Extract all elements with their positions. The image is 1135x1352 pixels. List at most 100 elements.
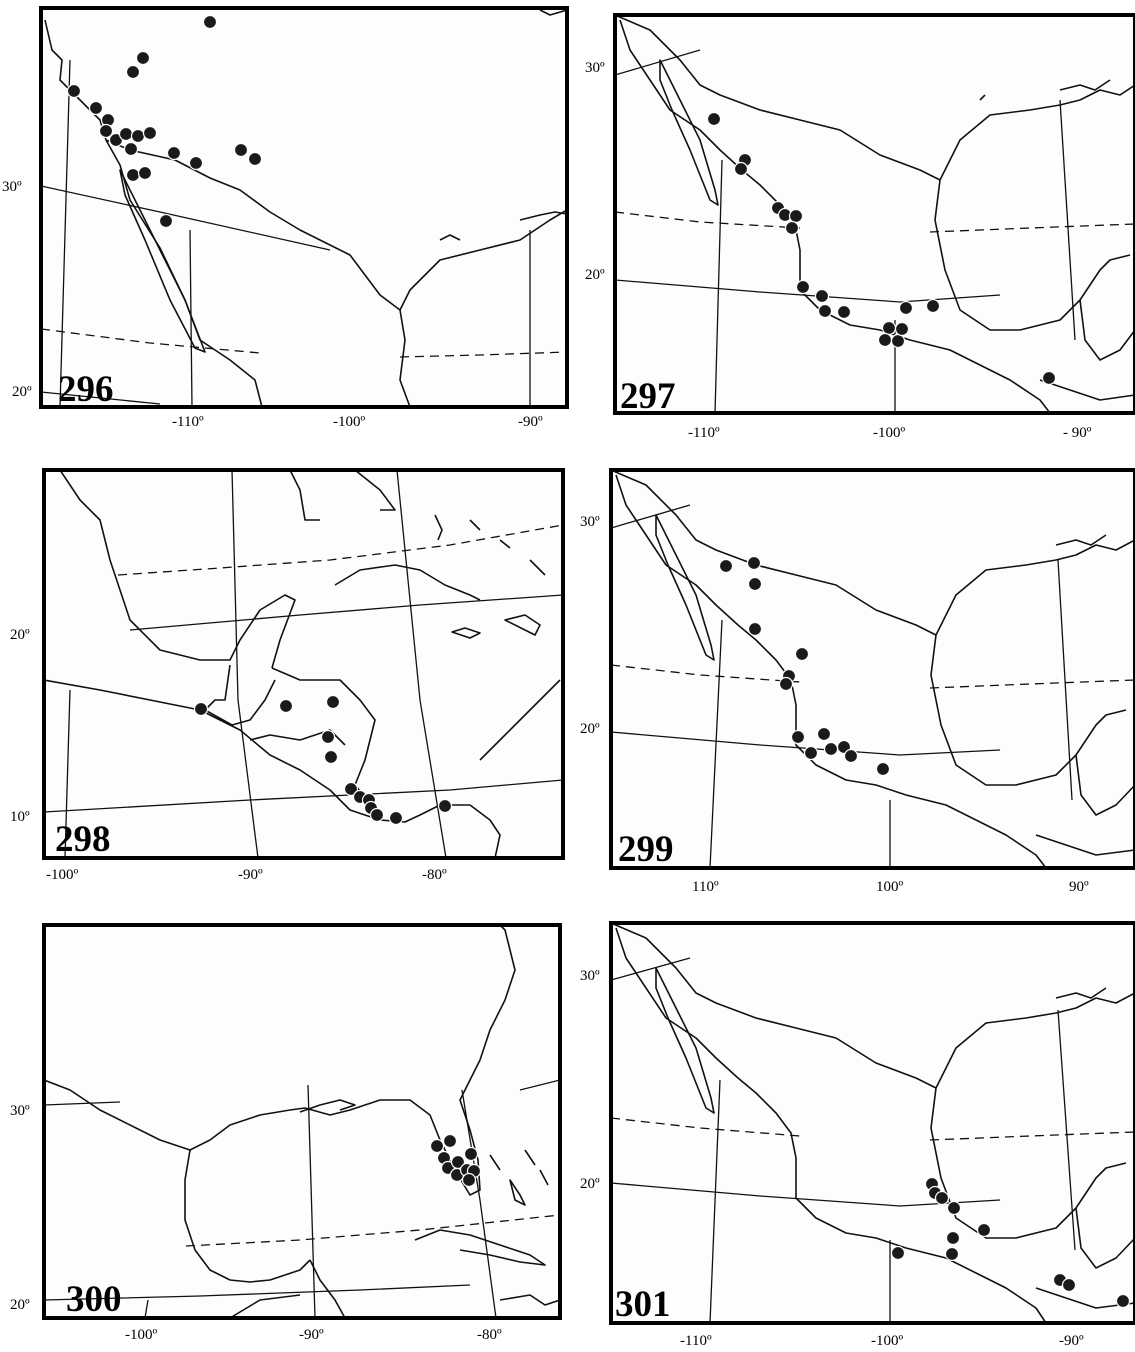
record-marker bbox=[135, 50, 151, 66]
longitude-label: -100º bbox=[46, 867, 78, 883]
record-marker bbox=[945, 1230, 961, 1246]
meridian-line bbox=[1057, 1009, 1076, 1251]
map-frame bbox=[42, 468, 565, 860]
coastline bbox=[615, 927, 1047, 1323]
record-marker bbox=[890, 1245, 906, 1261]
tropic-line bbox=[117, 524, 563, 576]
record-marker bbox=[1061, 1277, 1077, 1293]
longitude-label: -110º bbox=[680, 1333, 712, 1349]
record-marker bbox=[123, 141, 139, 157]
coastline bbox=[615, 474, 1047, 868]
panel-number: 300 bbox=[66, 1279, 122, 1320]
coastline bbox=[539, 9, 567, 16]
record-marker bbox=[369, 807, 385, 823]
latitude-label: 30º bbox=[580, 968, 600, 984]
map-frame bbox=[609, 921, 1135, 1325]
record-marker bbox=[877, 332, 893, 348]
coastline bbox=[655, 967, 715, 1114]
coastline bbox=[309, 1259, 346, 1318]
coastline bbox=[204, 664, 276, 726]
tropic-line bbox=[611, 664, 801, 683]
latitude-label: 20º bbox=[580, 721, 600, 737]
longitude-label: -100º bbox=[873, 425, 905, 441]
record-marker bbox=[843, 748, 859, 764]
coastline bbox=[469, 519, 546, 576]
map-layers bbox=[611, 470, 1135, 868]
parallel-line bbox=[615, 279, 1001, 303]
parallel-line bbox=[44, 1101, 121, 1106]
coastline bbox=[1059, 79, 1111, 91]
record-marker bbox=[166, 145, 182, 161]
record-marker bbox=[898, 300, 914, 316]
coastline bbox=[334, 564, 481, 601]
coastline bbox=[499, 1294, 560, 1306]
record-marker bbox=[118, 126, 134, 142]
latitude-label: 20º bbox=[10, 1297, 30, 1313]
coastline bbox=[229, 1294, 301, 1318]
coastline bbox=[611, 923, 937, 1089]
map-layers bbox=[44, 925, 560, 1318]
map-border bbox=[42, 468, 565, 860]
parallel-line bbox=[129, 594, 563, 631]
latitude-label: 30º bbox=[10, 1103, 30, 1119]
coastline bbox=[399, 309, 411, 407]
coastline bbox=[451, 627, 481, 639]
record-marker bbox=[784, 220, 800, 236]
coastline bbox=[271, 667, 381, 816]
map-border bbox=[613, 13, 1135, 415]
coastline bbox=[1035, 1287, 1135, 1309]
record-marker bbox=[875, 761, 891, 777]
record-marker bbox=[788, 208, 804, 224]
coastline bbox=[1075, 1207, 1135, 1269]
coastline bbox=[249, 729, 346, 746]
record-marker bbox=[836, 304, 852, 320]
longitude-label: -100º bbox=[125, 1327, 157, 1343]
longitude-label: -90º bbox=[299, 1327, 324, 1343]
tropic-line bbox=[399, 351, 567, 358]
record-marker bbox=[823, 741, 839, 757]
longitude-label: -100º bbox=[333, 414, 365, 430]
tropic-line bbox=[929, 223, 1135, 233]
coastline bbox=[434, 514, 443, 541]
record-marker bbox=[790, 729, 806, 745]
panel-number: 299 bbox=[618, 829, 674, 870]
latitude-label: 30º bbox=[2, 179, 22, 195]
record-marker bbox=[442, 1133, 458, 1149]
longitude-label: -90º bbox=[238, 867, 263, 883]
tropic-line bbox=[929, 679, 1135, 689]
parallel-line bbox=[41, 391, 161, 405]
coastline bbox=[119, 169, 206, 353]
longitude-label: -90º bbox=[1059, 1333, 1084, 1349]
record-marker bbox=[706, 111, 722, 127]
record-marker bbox=[193, 701, 209, 717]
record-marker bbox=[463, 1146, 479, 1162]
record-marker bbox=[158, 213, 174, 229]
record-marker bbox=[881, 320, 897, 336]
coastline bbox=[59, 470, 296, 669]
tropic-line bbox=[41, 328, 261, 354]
latitude-label: 10º bbox=[10, 809, 30, 825]
map-frame bbox=[609, 468, 1135, 870]
meridian-line bbox=[461, 1089, 497, 1318]
coastline bbox=[439, 234, 461, 241]
map-frame bbox=[39, 6, 569, 409]
coastline bbox=[979, 94, 986, 101]
coastline bbox=[615, 15, 941, 181]
record-marker bbox=[747, 621, 763, 637]
parallel-line bbox=[41, 185, 331, 251]
record-marker bbox=[188, 155, 204, 171]
tropic-line bbox=[615, 211, 801, 229]
record-marker bbox=[944, 1246, 960, 1262]
coastline bbox=[1035, 834, 1135, 856]
coastline bbox=[930, 1087, 1127, 1239]
record-marker bbox=[278, 698, 294, 714]
record-marker bbox=[429, 1138, 445, 1154]
record-marker bbox=[142, 125, 158, 141]
map-border bbox=[39, 6, 569, 409]
map-layers bbox=[41, 9, 567, 407]
record-marker bbox=[1041, 370, 1057, 386]
record-marker bbox=[778, 676, 794, 692]
tropic-line bbox=[929, 1131, 1135, 1141]
map-panel-297: 297 30º 20º -110º -100º - 90º bbox=[585, 13, 1135, 441]
